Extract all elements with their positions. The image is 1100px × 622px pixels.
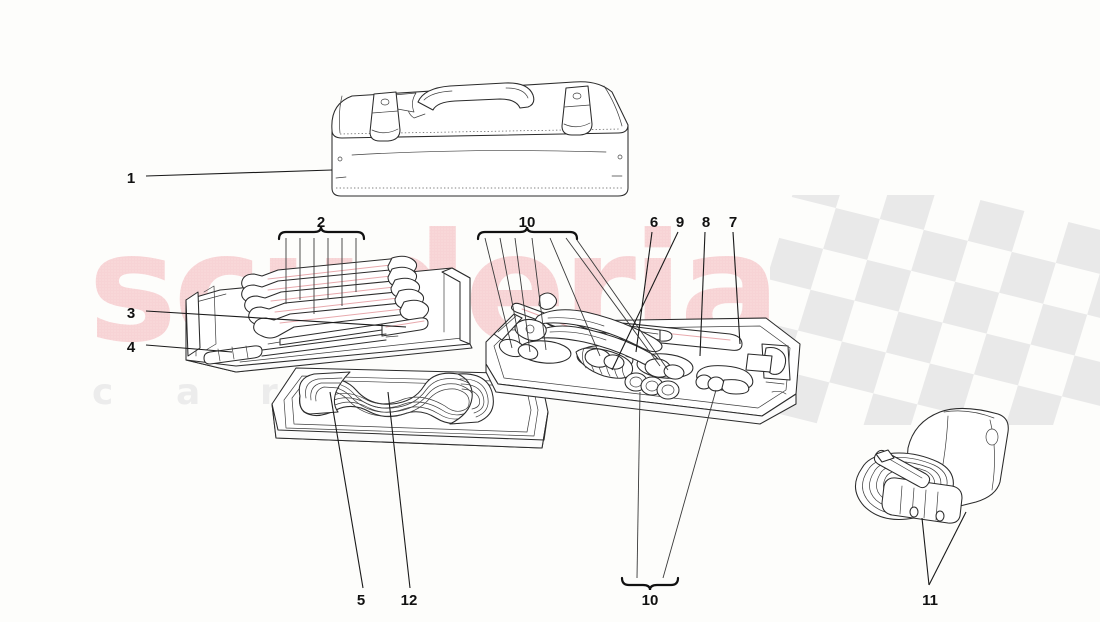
callout-5[interactable]: 5 xyxy=(329,391,365,609)
callout-8[interactable]: 8 xyxy=(699,214,710,357)
callout-label: 2 xyxy=(317,214,325,231)
callout-3[interactable]: 3 xyxy=(127,305,407,328)
callout-12[interactable]: 12 xyxy=(387,391,418,609)
part-screwdriver-cross xyxy=(203,333,399,365)
callout-label: 5 xyxy=(357,592,365,609)
watermark-sub-letter: a xyxy=(176,372,200,413)
callout-label: 7 xyxy=(729,214,737,231)
watermark-sub-letter: c xyxy=(92,372,113,413)
callout-label: 8 xyxy=(702,214,710,231)
part-tools-in-tray xyxy=(493,292,773,400)
callout-label: 4 xyxy=(127,339,136,356)
callout-10-bottom[interactable]: 10 xyxy=(620,389,717,609)
part-tool-bag xyxy=(331,81,629,197)
part-drive-belts xyxy=(298,371,494,425)
part-socket-set xyxy=(498,338,750,400)
callout-2[interactable]: 2 xyxy=(277,214,366,314)
callout-label: 9 xyxy=(676,214,684,231)
callout-label: 12 xyxy=(401,592,418,609)
callout-label: 6 xyxy=(650,214,658,231)
callout-label: 1 xyxy=(127,170,135,187)
callout-label: 3 xyxy=(127,305,135,322)
callout-10-top[interactable]: 10 xyxy=(476,214,669,371)
callout-11[interactable]: 11 xyxy=(921,511,967,609)
callout-label: 11 xyxy=(922,592,938,609)
callout-1[interactable]: 1 xyxy=(127,169,333,187)
callout-label: 10 xyxy=(642,592,659,609)
callout-4[interactable]: 4 xyxy=(127,339,233,356)
callout-6[interactable]: 6 xyxy=(635,214,658,353)
part-open-end-wrench-set xyxy=(241,255,430,339)
part-tow-rope-and-pouch xyxy=(854,407,1009,524)
callout-label: 10 xyxy=(519,214,536,231)
callout-7[interactable]: 7 xyxy=(729,214,741,345)
callout-9[interactable]: 9 xyxy=(611,214,684,371)
